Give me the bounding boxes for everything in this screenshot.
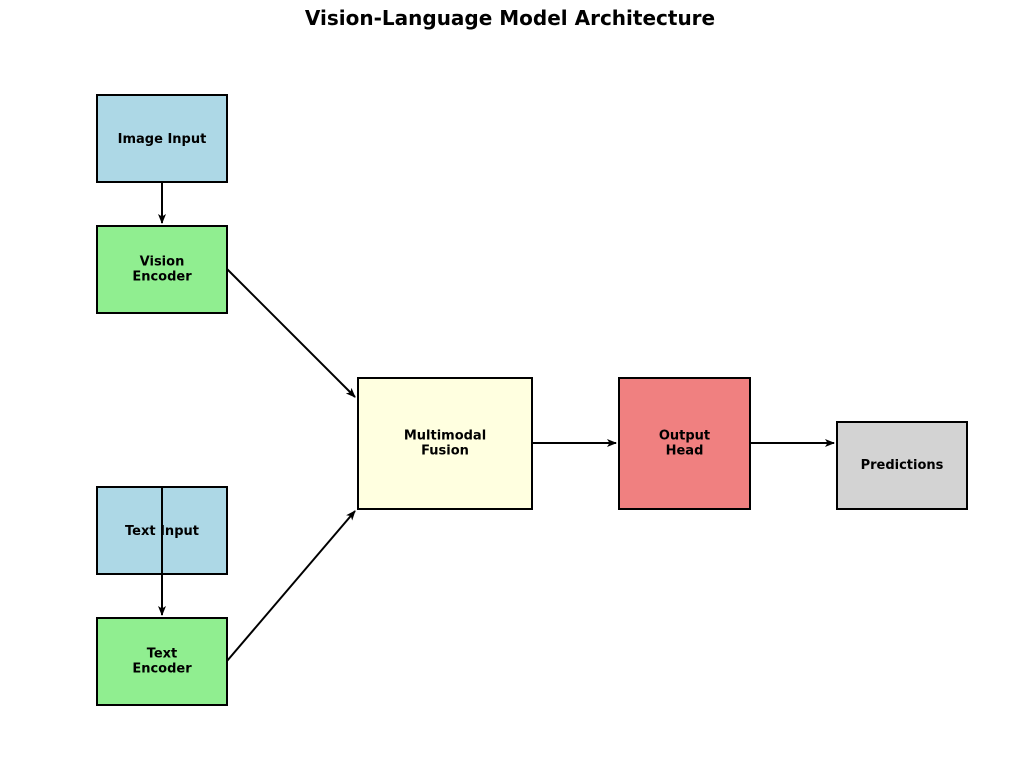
node-label-line: Fusion <box>421 443 469 458</box>
node-label-line: Vision <box>140 254 185 269</box>
node-predictions: Predictions <box>836 421 968 510</box>
node-label-line: Text <box>147 646 178 661</box>
svg-text:Predictions: Predictions <box>861 458 944 473</box>
node-label-line: Encoder <box>132 661 192 676</box>
node-label-line: Head <box>666 443 704 458</box>
node-label-line: Image Input <box>118 132 207 147</box>
node-label-line: Encoder <box>132 269 192 284</box>
diagram-title: Vision-Language Model Architecture <box>304 6 716 30</box>
arrow-text-encoder-to-fusion <box>226 510 356 662</box>
node-image-input: Image Input <box>96 94 228 183</box>
svg-text:Image Input: Image Input <box>118 132 207 147</box>
node-label-line: Multimodal <box>404 428 486 443</box>
arrow-vision-encoder-to-fusion <box>226 268 356 398</box>
node-label-line: Predictions <box>861 458 944 473</box>
node-label-line: Output <box>659 428 710 443</box>
